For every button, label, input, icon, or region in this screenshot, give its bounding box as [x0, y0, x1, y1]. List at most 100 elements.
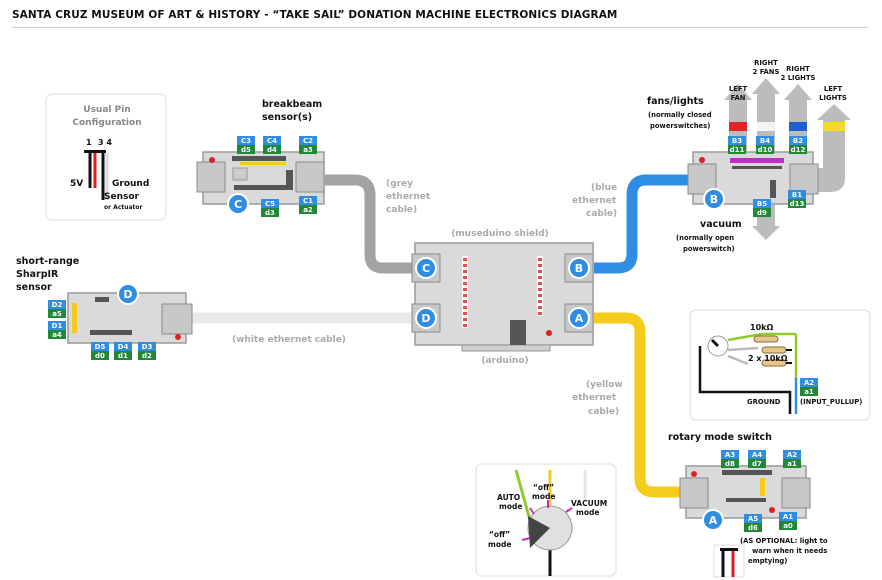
- svg-text:a3: a3: [303, 146, 313, 154]
- breakbeam-pin-C5: C5 d3: [261, 199, 279, 217]
- arrow-label-left-lights-1: LEFT: [824, 85, 843, 93]
- mode-auto-2: mode: [499, 502, 522, 511]
- svg-text:D: D: [421, 312, 430, 325]
- arrow-label-right-fans-1: RIGHT: [754, 59, 778, 67]
- svg-text:d12: d12: [791, 146, 806, 154]
- shield-header-pin: [463, 276, 467, 279]
- resistor-label-2x10k: 2 x 10kΩ: [748, 354, 788, 363]
- svg-text:a0: a0: [783, 522, 793, 530]
- shield-header-left: [462, 256, 468, 328]
- fans-note-2: powerswitches): [650, 122, 710, 130]
- svg-text:d11: d11: [730, 146, 745, 154]
- fans-lights-label: fans/lights: [647, 96, 704, 107]
- svg-text:d0: d0: [95, 352, 105, 360]
- svg-text:d8: d8: [725, 460, 735, 468]
- rotary-optional-3: emptying): [748, 557, 787, 565]
- shield-header-pin: [463, 270, 467, 273]
- svg-text:A1: A1: [783, 513, 793, 521]
- svg-text:d4: d4: [267, 146, 277, 154]
- rotary-port-badge: A: [709, 514, 718, 527]
- blue-ethernet-cable: [594, 174, 690, 274]
- mode-off-top-2: mode: [532, 492, 555, 501]
- rotary-pin-A1: A1 a0: [779, 512, 797, 530]
- shield-header-pin: [538, 312, 542, 315]
- resistor-box: 10kΩ 2 x 10kΩ A2 a1 GROUND (INPUT_PULLUP…: [689, 309, 871, 421]
- sharpir-pin-D3: D3 d2: [138, 342, 156, 360]
- sharpir-board: short-range SharpIR sensor D: [16, 256, 193, 344]
- arrow-label-left-fan-1: LEFT: [729, 85, 748, 93]
- sharpir-pin-D2: D2 a5: [48, 300, 66, 318]
- vacuum-label: vacuum: [700, 219, 742, 230]
- arrow-label-right-lights-1: RIGHT: [786, 65, 810, 73]
- svg-text:C4: C4: [267, 137, 277, 145]
- svg-text:d1: d1: [118, 352, 128, 360]
- shield-header-pin: [463, 300, 467, 303]
- svg-text:d7: d7: [752, 460, 762, 468]
- pin-number-3-4: 3 4: [98, 138, 112, 147]
- svg-text:B2: B2: [793, 137, 803, 145]
- mode-off-left-1: “off”: [489, 530, 510, 539]
- svg-text:d10: d10: [758, 146, 773, 154]
- optional-light-connector: [713, 544, 745, 578]
- svg-text:B: B: [575, 262, 583, 275]
- vacuum-note-2: powerswitch): [683, 245, 735, 253]
- mode-vacuum-1: VACUUM: [571, 499, 607, 508]
- connector-header: [84, 150, 106, 153]
- wire-auto: [514, 469, 532, 521]
- svg-text:A: A: [575, 312, 584, 325]
- rotary-pin-A4: A4 d7: [748, 450, 766, 468]
- sharpir-label-1: short-range: [16, 256, 79, 267]
- blue-cable-label-2: ethernet: [572, 196, 617, 206]
- rotary-pin-A5: A5 d6: [744, 514, 762, 532]
- wire-green: [727, 332, 763, 342]
- svg-text:d5: d5: [241, 146, 251, 154]
- yellow-cable-label-1: (yellow: [586, 380, 623, 390]
- shield-header-pin: [463, 324, 467, 327]
- yellow-cable-label-2: ethernet: [572, 393, 617, 403]
- sharpir-pin-D5: D5 d0: [91, 342, 109, 360]
- svg-text:C1: C1: [303, 197, 313, 205]
- pin-number-1: 1: [86, 138, 92, 147]
- rotary-pin-A2: A2 a1: [783, 450, 801, 468]
- shield-header-pin: [463, 258, 467, 261]
- svg-text:d13: d13: [790, 200, 805, 208]
- svg-text:A5: A5: [748, 515, 758, 523]
- shield-header-pin: [538, 258, 542, 261]
- pin-label-actuator: or Actuator: [104, 204, 143, 211]
- pin-config-heading-2: Configuration: [72, 118, 141, 128]
- fans-pin-B2: B2 d12: [789, 136, 807, 154]
- arduino-label: (arduino): [481, 356, 528, 366]
- shield-header-pin: [463, 264, 467, 267]
- svg-text:C3: C3: [241, 137, 251, 145]
- pin-config-heading-1: Usual Pin: [83, 105, 130, 115]
- rotary-pointer: [528, 516, 550, 548]
- blue-cable-label-1: (blue: [591, 183, 617, 193]
- shield-header-pin: [463, 282, 467, 285]
- shield-header-pin: [463, 306, 467, 309]
- fans-pin-B3: B3 d11: [728, 136, 746, 154]
- title-rule: [12, 27, 868, 28]
- svg-text:C2: C2: [303, 137, 313, 145]
- svg-text:d3: d3: [265, 209, 275, 217]
- resistor-2x10k: [761, 346, 787, 367]
- pin-label-5v: 5V: [70, 179, 83, 189]
- shield-port-A: A: [564, 303, 594, 333]
- sharpir-pin-D4: D4 d1: [114, 342, 132, 360]
- pin-label-ground: Ground: [112, 179, 149, 189]
- rotary-optional-2: warn when it needs: [752, 547, 827, 555]
- fans-pin-B1: B1 d13: [788, 190, 806, 208]
- svg-text:B4: B4: [760, 137, 770, 145]
- rotary-switch-diagram: AUTO mode “off” mode VACUUM mode “off” m…: [475, 463, 617, 577]
- svg-text:D5: D5: [95, 343, 106, 351]
- pin-config-box: Usual Pin Configuration 1 3 4 5V Ground …: [45, 93, 167, 221]
- museduino-shield: (museduino shield) (arduino): [414, 229, 594, 366]
- resistor-ground-label: GROUND: [747, 398, 781, 406]
- rotary-label: rotary mode switch: [668, 432, 772, 443]
- mode-auto-1: AUTO: [497, 493, 520, 502]
- breakbeam-pin-C4: C4 d4: [263, 136, 281, 154]
- svg-text:a5: a5: [52, 310, 62, 318]
- svg-text:a4: a4: [52, 331, 62, 339]
- shield-port-D: D: [411, 303, 441, 333]
- shield-header-pin: [538, 264, 542, 267]
